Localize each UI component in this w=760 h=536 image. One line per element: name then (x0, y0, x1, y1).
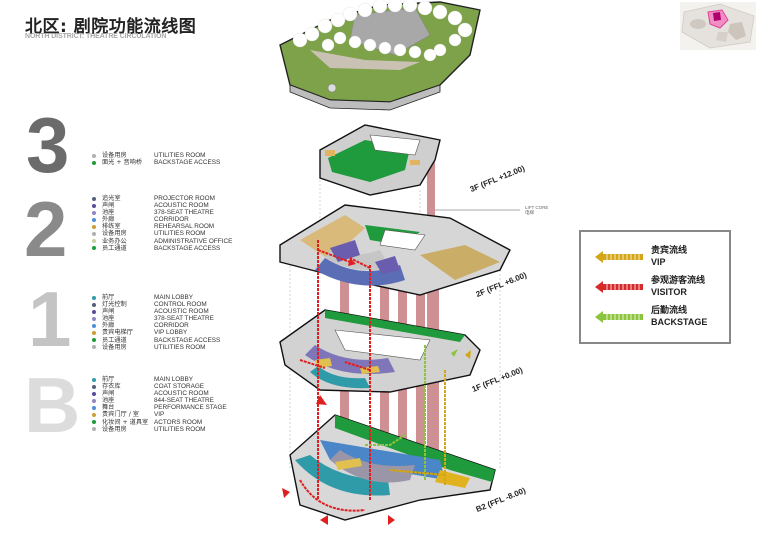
lift-core-label: LIFT CORE 电梯 (525, 205, 549, 215)
vip-arrowhead (465, 350, 471, 359)
bullet-icon (92, 203, 96, 208)
page-title: 北区: 剧院功能流线图 (25, 17, 197, 37)
bullet-icon (92, 316, 96, 321)
page-subtitle: NORTH DISTRICT: THEATRE CIRCULATION (25, 33, 167, 40)
floor-number-3: 3 (26, 101, 70, 189)
visitor-flow (299, 240, 371, 512)
level-2f (279, 204, 511, 296)
bullet-icon (92, 427, 96, 432)
exploded-axonometric-diagram (279, 0, 520, 525)
bullet-icon (92, 246, 96, 251)
roof-level (279, 0, 481, 111)
bullet-icon (92, 302, 96, 307)
bullet-icon (92, 420, 96, 425)
bullet-icon (92, 323, 96, 328)
bullet-icon (92, 196, 96, 201)
backstage-flow (365, 345, 426, 480)
bullet-icon (92, 239, 96, 244)
bullet-icon (92, 160, 96, 165)
bullet-icon (92, 405, 96, 410)
bullet-icon (92, 391, 96, 396)
bullet-icon (92, 338, 96, 343)
floor-number-b: B (24, 361, 81, 449)
level-1f (279, 309, 481, 393)
bullet-icon (92, 413, 96, 418)
visitor-arrowheads (282, 258, 395, 525)
bullet-icon (92, 232, 96, 237)
backstage-arrow-icon (595, 311, 643, 323)
floor-number-2: 2 (24, 185, 68, 273)
vip-arrow-icon (595, 251, 643, 263)
bullet-icon (92, 295, 96, 300)
bullet-icon (92, 224, 96, 229)
key-plan-map (680, 2, 756, 50)
bullet-icon (92, 345, 96, 350)
bullet-icon (92, 153, 96, 158)
floor-number-1: 1 (28, 275, 72, 363)
level-b2 (289, 414, 496, 521)
bullet-icon (92, 309, 96, 314)
bullet-icon (92, 217, 96, 222)
bullet-icon (92, 331, 96, 336)
level-3f (319, 124, 441, 196)
bullet-icon (92, 398, 96, 403)
vip-flow (389, 370, 446, 485)
bullet-icon (92, 210, 96, 215)
bullet-icon (92, 384, 96, 389)
backstage-arrowhead (451, 349, 458, 357)
bullet-icon (92, 377, 96, 382)
visitor-arrow-icon (595, 281, 643, 293)
